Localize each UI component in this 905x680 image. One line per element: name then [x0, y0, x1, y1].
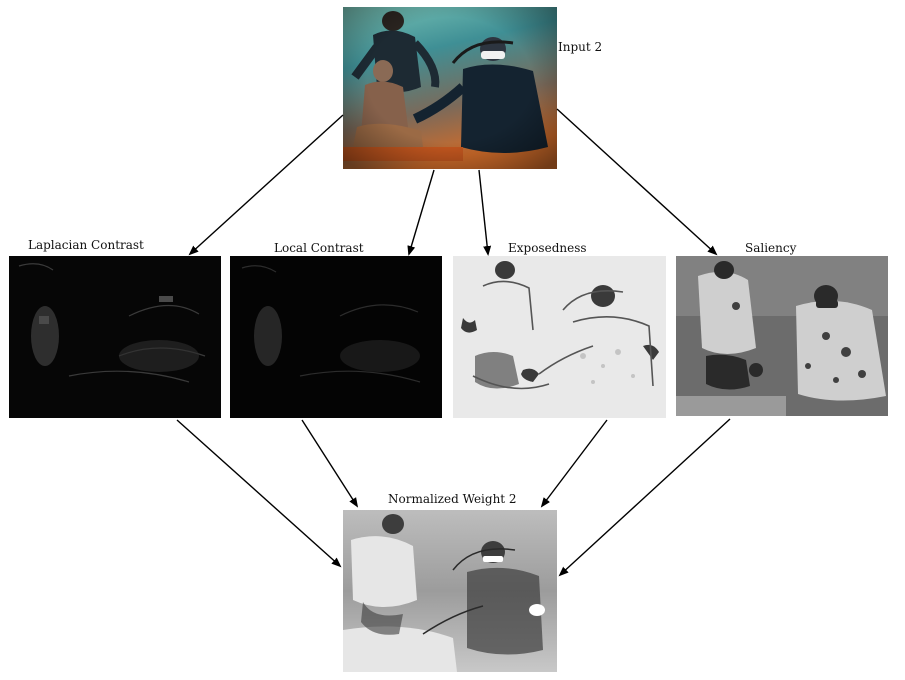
- arrow-input-to-saliency: [556, 108, 718, 256]
- arrow-input-to-exposedness: [478, 169, 492, 256]
- normalized-weight-label: Normalized Weight 2: [388, 492, 517, 506]
- arrow-local-to-weight: [301, 419, 359, 508]
- laplacian-image: [9, 256, 221, 418]
- normalized-weight-image: [343, 510, 557, 672]
- local-contrast-image: [230, 256, 442, 418]
- laplacian-label: Laplacian Contrast: [28, 238, 144, 252]
- arrow-input-to-local: [407, 169, 435, 256]
- arrow-laplacian-to-weight: [176, 419, 342, 568]
- input-label: Input 2: [558, 40, 603, 54]
- local-contrast-label: Local Contrast: [274, 241, 364, 255]
- saliency-image: [676, 256, 888, 416]
- exposedness-label: Exposedness: [508, 241, 587, 255]
- arrow-exposedness-to-weight: [540, 419, 608, 508]
- exposedness-image: [453, 256, 666, 418]
- arrow-saliency-to-weight: [558, 418, 731, 577]
- input-image: [343, 7, 557, 169]
- saliency-label: Saliency: [745, 241, 797, 255]
- arrow-input-to-laplacian: [188, 114, 344, 256]
